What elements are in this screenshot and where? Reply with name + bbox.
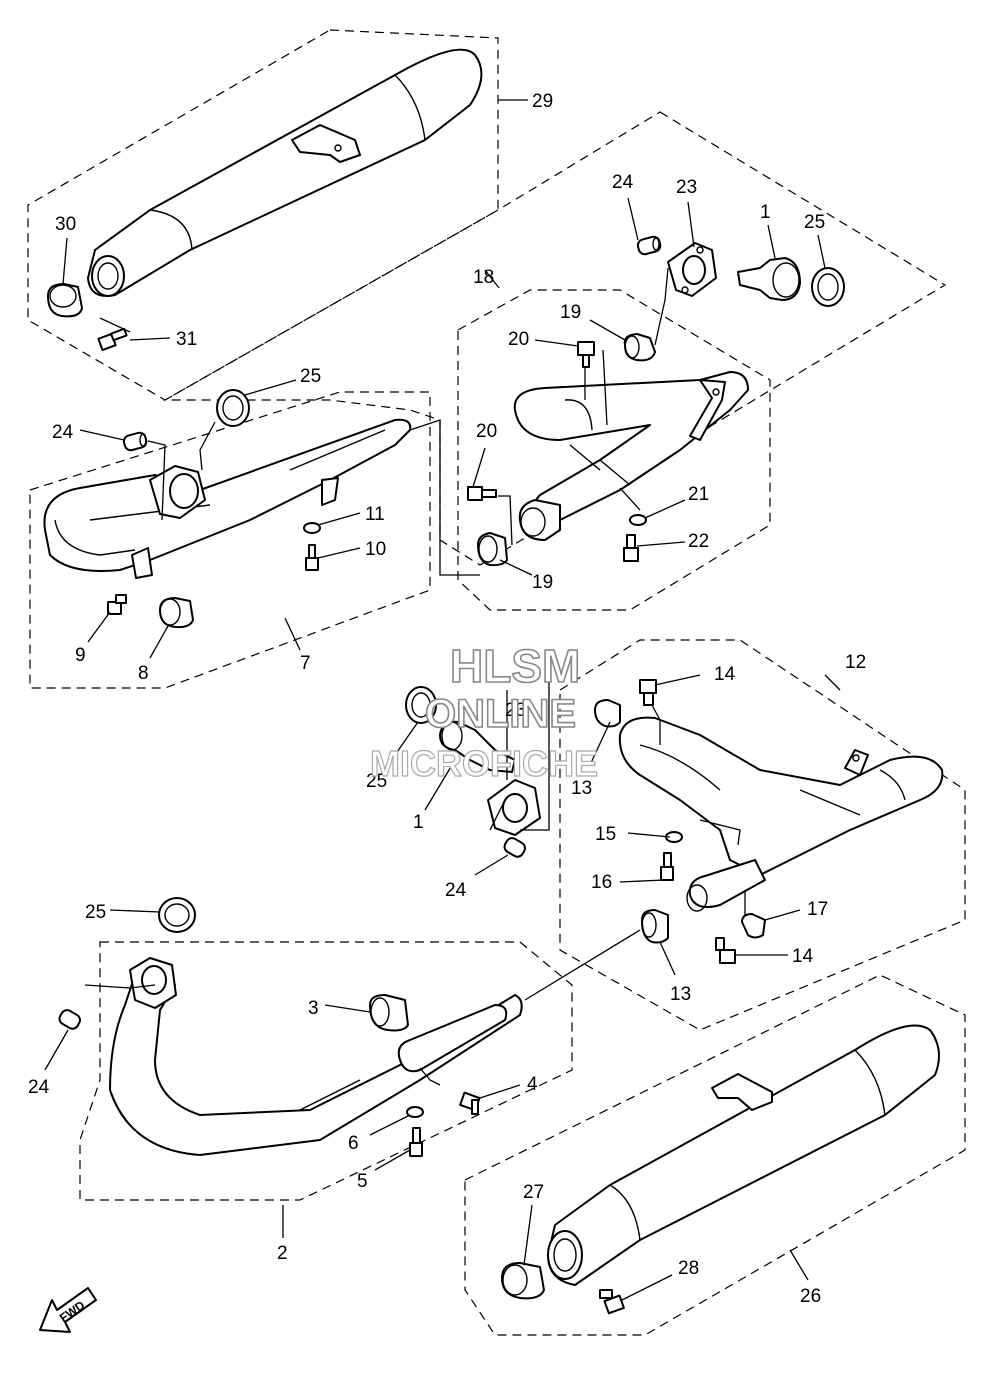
gasket-25-center: [405, 686, 437, 724]
insert-27: [501, 1262, 545, 1300]
washer-6: [406, 1106, 424, 1118]
callout-25-mid: 25: [300, 366, 321, 387]
callout-12: 12: [845, 652, 866, 673]
washer-11: [303, 522, 321, 534]
callout-14-upper: 14: [714, 664, 736, 685]
bolt-14-lower: [715, 937, 736, 964]
bolt-16: [660, 852, 674, 881]
callout-1-upper: 1: [760, 202, 771, 223]
stud-1-center: [439, 720, 516, 773]
fwd-arrow-icon: FWD: [39, 1287, 97, 1333]
callout-26: 26: [800, 1286, 821, 1307]
group-outline-2: [79, 941, 573, 1201]
muffler-29: [87, 48, 483, 297]
washer-21: [629, 514, 647, 526]
nut-24-lower: [58, 1009, 81, 1030]
callout-28: 28: [678, 1258, 699, 1279]
muffler-26: [547, 1024, 940, 1286]
nut-24-upper: [636, 235, 662, 256]
callout-16: 16: [591, 872, 612, 893]
callout-18: 18: [473, 267, 494, 288]
bolt-10: [305, 544, 319, 571]
callout-6: 6: [348, 1133, 359, 1154]
collar-13-lower: [641, 909, 669, 944]
callout-13-lower: 13: [670, 984, 691, 1005]
watermark: HLSM ONLINE MICROFICHE: [369, 639, 598, 784]
gasket-25-upper: [811, 267, 845, 307]
callout-24-upper: 24: [612, 172, 634, 193]
exhaust-pipe-12: [618, 716, 944, 912]
collar-3: [369, 994, 409, 1032]
leader-lines: [44, 99, 841, 1301]
callout-23-center: 23: [505, 700, 526, 721]
flange-23-center: [487, 779, 541, 836]
bolt-9: [107, 594, 127, 615]
callout-2: 2: [277, 1243, 288, 1264]
callout-19-upper: 19: [560, 302, 581, 323]
collar-13-upper: [594, 699, 621, 728]
insert-30: [47, 283, 83, 318]
callout-1-center: 1: [413, 812, 424, 833]
flange-23-upper: [667, 242, 717, 297]
stud-1-upper: [737, 257, 801, 301]
callout-22: 22: [688, 531, 709, 552]
group-outline-26: [464, 974, 966, 1336]
callout-24-center: 24: [445, 880, 467, 901]
collar-19-lower: [477, 532, 508, 567]
callout-24-lower: 24: [28, 1077, 50, 1098]
callout-23-upper: 23: [676, 177, 697, 198]
group-outline-12: [559, 639, 966, 1031]
callout-20-upper: 20: [508, 329, 529, 350]
callout-24-mid: 24: [52, 422, 74, 443]
bolt-14-upper: [639, 679, 657, 706]
exhaust-pipe-2: [109, 957, 523, 1156]
callout-11: 11: [365, 504, 385, 525]
group-outline-18: [457, 289, 771, 611]
callout-4: 4: [527, 1074, 538, 1095]
nut-24-mid: [122, 431, 148, 452]
screw-31: [97, 327, 128, 352]
bolt-20-lower: [467, 486, 497, 501]
callout-31: 31: [176, 329, 197, 350]
watermark-line3: MICROFICHE: [370, 743, 598, 784]
callout-19-lower: 19: [532, 572, 553, 593]
collar-8: [159, 597, 194, 629]
callout-7: 7: [300, 653, 311, 674]
watermark-line2: ONLINE: [425, 692, 576, 736]
watermark-line1: HLSM: [450, 640, 580, 692]
callout-25-lower: 25: [85, 902, 106, 923]
callout-14-lower: 14: [792, 946, 814, 967]
bolt-5: [409, 1127, 423, 1157]
callout-25-upper: 25: [804, 212, 825, 233]
nut-24-center: [503, 837, 526, 858]
callout-29: 29: [532, 91, 553, 112]
bolt-20-upper: [577, 341, 595, 368]
callout-21: 21: [688, 484, 709, 505]
callout-27: 27: [523, 1182, 544, 1203]
callout-30: 30: [55, 214, 76, 235]
callout-5: 5: [357, 1171, 368, 1192]
callout-10: 10: [365, 539, 386, 560]
callout-8: 8: [138, 663, 149, 684]
nut-17: [741, 913, 766, 939]
gasket-25-lower: [158, 897, 196, 933]
callout-13-upper: 13: [571, 778, 592, 799]
exhaust-pipe-18: [513, 371, 749, 541]
screw-4: [459, 1091, 481, 1115]
exhaust-pipe-7: [43, 418, 412, 579]
callout-20-lower: 20: [476, 421, 497, 442]
collar-19-upper: [623, 333, 656, 362]
bolt-22: [623, 534, 639, 562]
callout-25-center: 25: [366, 771, 387, 792]
callout-3: 3: [308, 998, 319, 1019]
callout-17: 17: [807, 899, 828, 920]
screw-28: [599, 1289, 625, 1315]
gasket-25-mid: [216, 389, 250, 427]
callout-9: 9: [75, 645, 86, 666]
callout-15: 15: [595, 824, 616, 845]
callout-labels: 29 30 31 18 24 23 1 25 19 20 20 21 22 19…: [28, 91, 866, 1307]
